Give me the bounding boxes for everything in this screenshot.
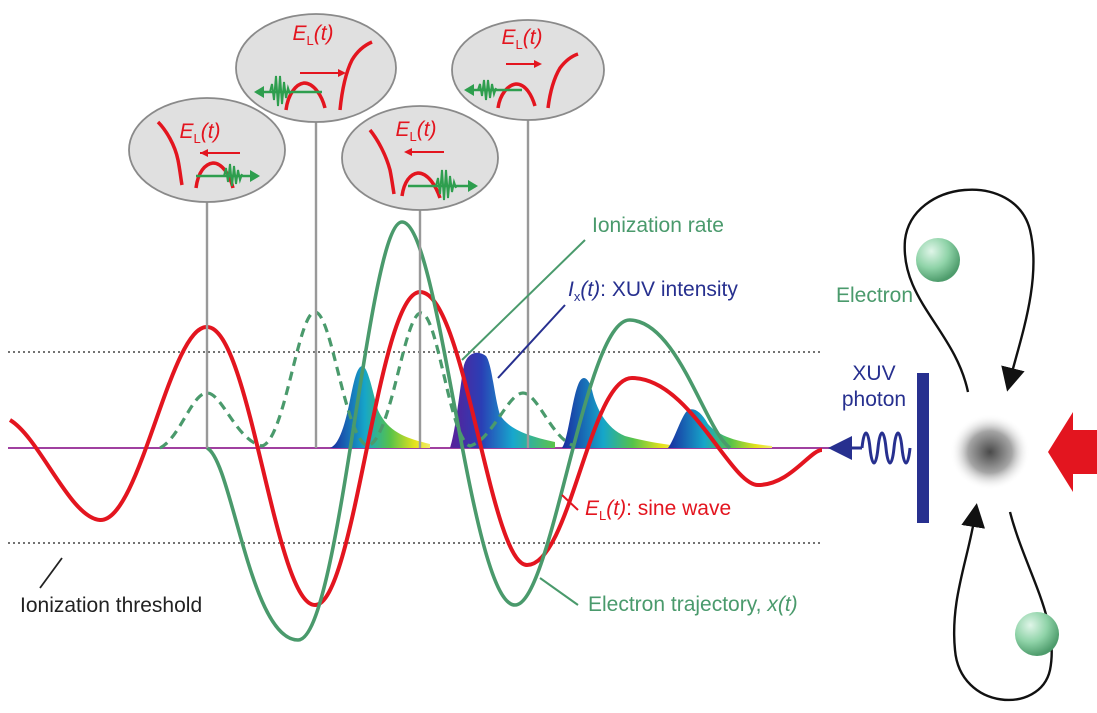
xuv-intensity-text: : XUV intensity xyxy=(600,278,738,301)
electron-ball-upper xyxy=(916,238,960,282)
xuv-intensity-arg: (t) xyxy=(580,278,600,301)
ionization-rate-label: Ionization rate xyxy=(592,214,724,237)
trajectory-text: Electron trajectory, xyxy=(588,593,767,616)
ionization-threshold-label: Ionization threshold xyxy=(20,594,202,617)
bubble-1-field-arg: (t) xyxy=(201,120,221,143)
bubble-2-field-sub: L xyxy=(306,33,313,48)
bubble-2: EL(t) xyxy=(235,13,397,123)
bubble-3: EL(t) xyxy=(341,105,499,211)
sine-wave-leader xyxy=(561,494,579,511)
electron-trajectory-curve xyxy=(205,220,732,642)
xuv-burst-3 xyxy=(562,377,680,448)
svg-text:EL(t): EL(t) xyxy=(395,118,436,144)
bubble-1: EL(t) xyxy=(128,97,286,203)
trajectory-var: x(t) xyxy=(766,593,797,616)
trajectory-label: Electron trajectory, x(t) xyxy=(588,593,798,616)
sine-sub: L xyxy=(599,508,606,523)
bubble-1-field-sub: L xyxy=(193,131,200,146)
electron-label: Electron xyxy=(836,284,913,307)
incoming-laser-arrow xyxy=(1048,412,1097,492)
ionization-rate-leader xyxy=(461,239,586,361)
sine-text: : sine wave xyxy=(626,497,731,520)
trajectory-leader xyxy=(539,577,579,606)
electron-ball-lower xyxy=(1015,612,1059,656)
bubble-2-field-arg: (t) xyxy=(314,22,334,45)
threshold-leader xyxy=(39,557,63,589)
atom-core xyxy=(950,414,1030,490)
bubble-4-field-sym: E xyxy=(501,26,516,49)
xuv-photon-label-line2: photon xyxy=(842,388,906,411)
bubble-3-field-sub: L xyxy=(409,129,416,144)
electron-loop-lower xyxy=(953,503,1053,702)
svg-text:EL(t): EL(t) xyxy=(179,120,220,146)
bubble-1-field-sym: E xyxy=(179,120,194,143)
xuv-photon-label-line1: XUV xyxy=(852,362,895,385)
sine-wave-label: EL(t): sine wave xyxy=(585,497,731,523)
bubble-4: EL(t) xyxy=(451,19,605,121)
sine-sym: E xyxy=(585,497,600,520)
bubble-4-field-sub: L xyxy=(515,37,522,52)
svg-text:EL(t): EL(t) xyxy=(292,22,333,48)
svg-text:EL(t): EL(t) xyxy=(501,26,542,52)
laser-field-curve xyxy=(8,289,823,608)
bubble-2-field-sym: E xyxy=(292,22,307,45)
sine-arg: (t) xyxy=(606,497,626,520)
bubble-3-field-arg: (t) xyxy=(417,118,437,141)
xuv-burst-4 xyxy=(668,409,772,448)
xuv-intensity-sub: x xyxy=(574,289,581,304)
xuv-intensity-sym: I xyxy=(568,278,574,301)
electron-loop-upper xyxy=(903,188,1035,393)
xuv-burst-2 xyxy=(450,352,555,448)
bubble-3-field-sym: E xyxy=(395,118,410,141)
xuv-intensity-leader xyxy=(497,304,566,379)
ionization-rate-curve xyxy=(159,310,576,450)
xuv-photon-emission xyxy=(828,373,929,523)
bubble-4-field-arg: (t) xyxy=(523,26,543,49)
xuv-intensity-label: Ix(t): XUV intensity xyxy=(568,278,738,304)
